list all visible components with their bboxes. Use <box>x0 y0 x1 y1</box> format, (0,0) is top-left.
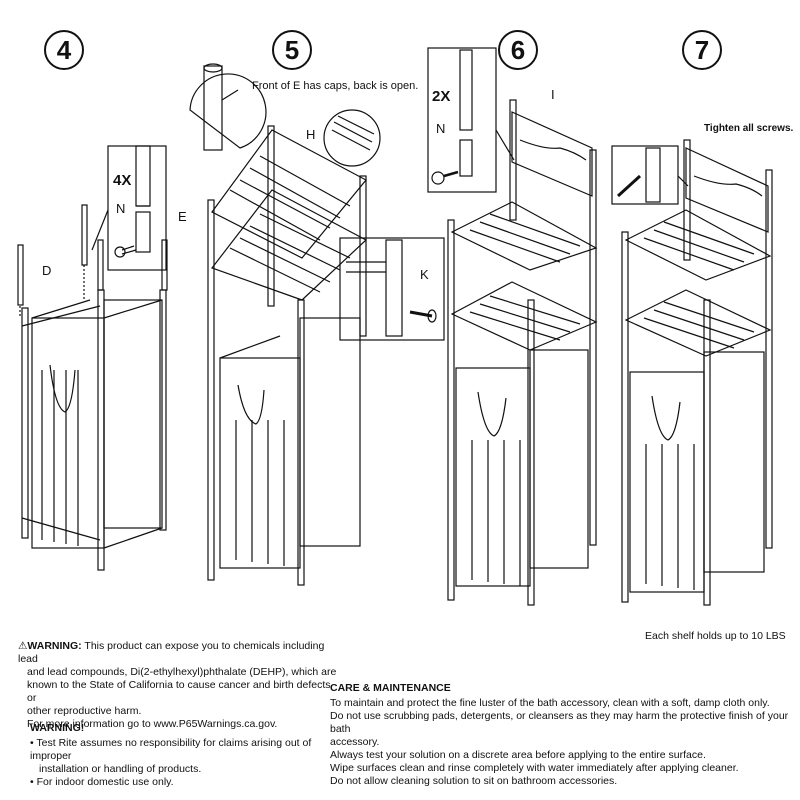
warning-triangle-icon: ⚠ <box>18 640 28 652</box>
part-label-n-step6: N <box>436 121 446 136</box>
prop65-line-4: For more information go to www.P65Warnin… <box>27 718 278 730</box>
general-warning-item-1: • Test Rite assumes no responsibility fo… <box>30 737 312 762</box>
part-label-n-step4: N <box>116 201 126 216</box>
part-label-i: I <box>551 87 555 102</box>
shelf-capacity-note: Each shelf holds up to 10 LBS <box>645 630 786 642</box>
care-line-6: Do not allow cleaning solution to sit on… <box>330 775 618 787</box>
step7-unit <box>621 139 773 606</box>
step6-quantity: 2X <box>432 88 451 105</box>
general-warning-title: WARNING! <box>30 722 85 734</box>
step7-screwdriver-detail <box>611 145 689 205</box>
part-label-k: K <box>420 267 429 282</box>
care-line-5: Wipe surfaces clean and rinse completely… <box>330 762 739 774</box>
step5-screw-detail <box>339 237 445 341</box>
step7-note: Tighten all screws. <box>704 123 794 134</box>
prop65-line-1: and lead compounds, Di(2-ethylhexyl)phth… <box>27 666 337 678</box>
step4-quantity: 4X <box>113 172 132 189</box>
prop65-line-2: known to the State of California to caus… <box>27 679 331 704</box>
step6-unit <box>447 99 598 606</box>
care-line-2: Do not use scrubbing pads, detergents, o… <box>330 710 789 735</box>
step5-note: Front of E has caps, back is open. <box>252 80 419 92</box>
step-number-7: 7 <box>682 30 722 70</box>
part-label-h: H <box>306 127 316 142</box>
general-warning-item-1-cont: installation or handling of products. <box>39 763 202 775</box>
care-line-4: Always test your solution on a discrete … <box>330 749 706 761</box>
step6-detail-box <box>427 47 515 193</box>
general-warning-item-2: • For indoor domestic use only. <box>30 776 174 788</box>
step5-cap-detail <box>189 63 267 151</box>
step4-detail-box <box>91 145 167 271</box>
care-maintenance: CARE & MAINTENANCE To maintain and prote… <box>330 682 790 788</box>
general-warning: WARNING! • Test Rite assumes no responsi… <box>30 722 340 789</box>
step5-shelf-detail <box>323 109 381 167</box>
part-label-e: E <box>178 209 187 224</box>
step-number-5: 5 <box>272 30 312 70</box>
prop65-line-3: other reproductive harm. <box>27 705 142 717</box>
prop65-warning-title: WARNING: <box>27 640 82 652</box>
prop65-warning: ⚠WARNING: This product can expose you to… <box>18 640 338 731</box>
care-line-3: accessory. <box>330 736 380 748</box>
part-label-d: D <box>42 263 52 278</box>
step5-unit <box>207 125 368 586</box>
prop65-warning-text: This product can expose you to chemicals… <box>18 640 325 665</box>
step-number-6: 6 <box>498 30 538 70</box>
step4-hamper <box>17 204 168 571</box>
care-title: CARE & MAINTENANCE <box>330 682 451 694</box>
assembly-illustrations <box>17 47 773 606</box>
step-number-4: 4 <box>44 30 84 70</box>
care-line-1: To maintain and protect the fine luster … <box>330 697 770 709</box>
